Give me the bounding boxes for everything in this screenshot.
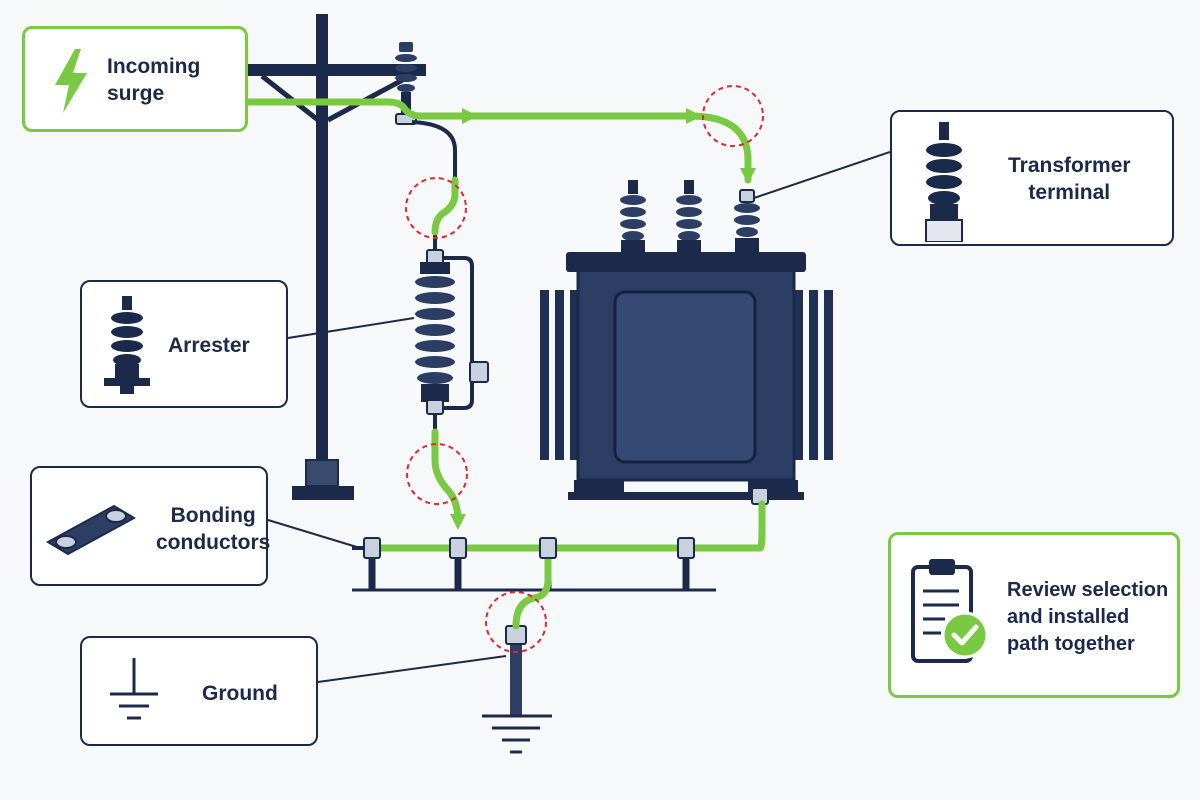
transformer-bushing-2	[676, 180, 702, 252]
bushing-insulator-icon	[925, 122, 963, 242]
callout-bonding-conductors-label: Bonding conductors	[156, 504, 271, 554]
callout-transformer-terminal: Transformer terminal	[890, 110, 1174, 246]
transformer-bushing-1	[620, 180, 646, 252]
transformer-bushing-3	[734, 189, 760, 252]
callout-transformer-terminal-label: Transformer terminal	[1008, 154, 1131, 204]
hotspot-transformer-lead	[702, 85, 764, 147]
surge-arrow-3	[740, 168, 756, 184]
ground-rod	[482, 625, 552, 754]
callout-arrester: Arrester	[80, 280, 288, 408]
hotspot-arrester-line-lead	[405, 177, 467, 239]
callout-incoming-surge: Incoming surge	[22, 26, 248, 132]
bonding-strap-icon	[45, 504, 137, 556]
surge-arrows	[450, 108, 756, 530]
hotspot-ground-connection	[485, 591, 547, 653]
surge-arrow-1	[462, 108, 478, 124]
transformer	[540, 180, 833, 505]
bus-clamps	[363, 537, 695, 559]
surge-path	[242, 98, 766, 630]
surge-arrester-icon	[104, 296, 150, 394]
clipboard-check-icon	[911, 559, 989, 663]
hotspot-arrester-ground-lead	[406, 443, 468, 505]
surge-arrow-2	[686, 108, 702, 124]
pole-insulator	[395, 42, 417, 125]
surge-arrow-4	[450, 514, 466, 530]
utility-pole	[246, 14, 426, 500]
callout-incoming-surge-label: Incoming surge	[107, 55, 201, 105]
lightning-bolt-icon	[55, 49, 87, 113]
bonding-bus	[352, 548, 716, 592]
leader-lines	[267, 151, 891, 683]
ground-symbol-icon	[110, 658, 158, 720]
callout-ground-label: Ground	[202, 682, 278, 705]
callout-ground: Ground	[80, 636, 318, 746]
surge-arrester	[415, 249, 489, 415]
callout-bonding-conductors: Bonding conductors	[30, 466, 271, 586]
callout-review: Review selection and installed path toge…	[888, 532, 1180, 698]
hotspots	[405, 85, 764, 653]
callout-arrester-label: Arrester	[168, 334, 250, 357]
callout-review-label: Review selection and installed path toge…	[1007, 579, 1169, 655]
